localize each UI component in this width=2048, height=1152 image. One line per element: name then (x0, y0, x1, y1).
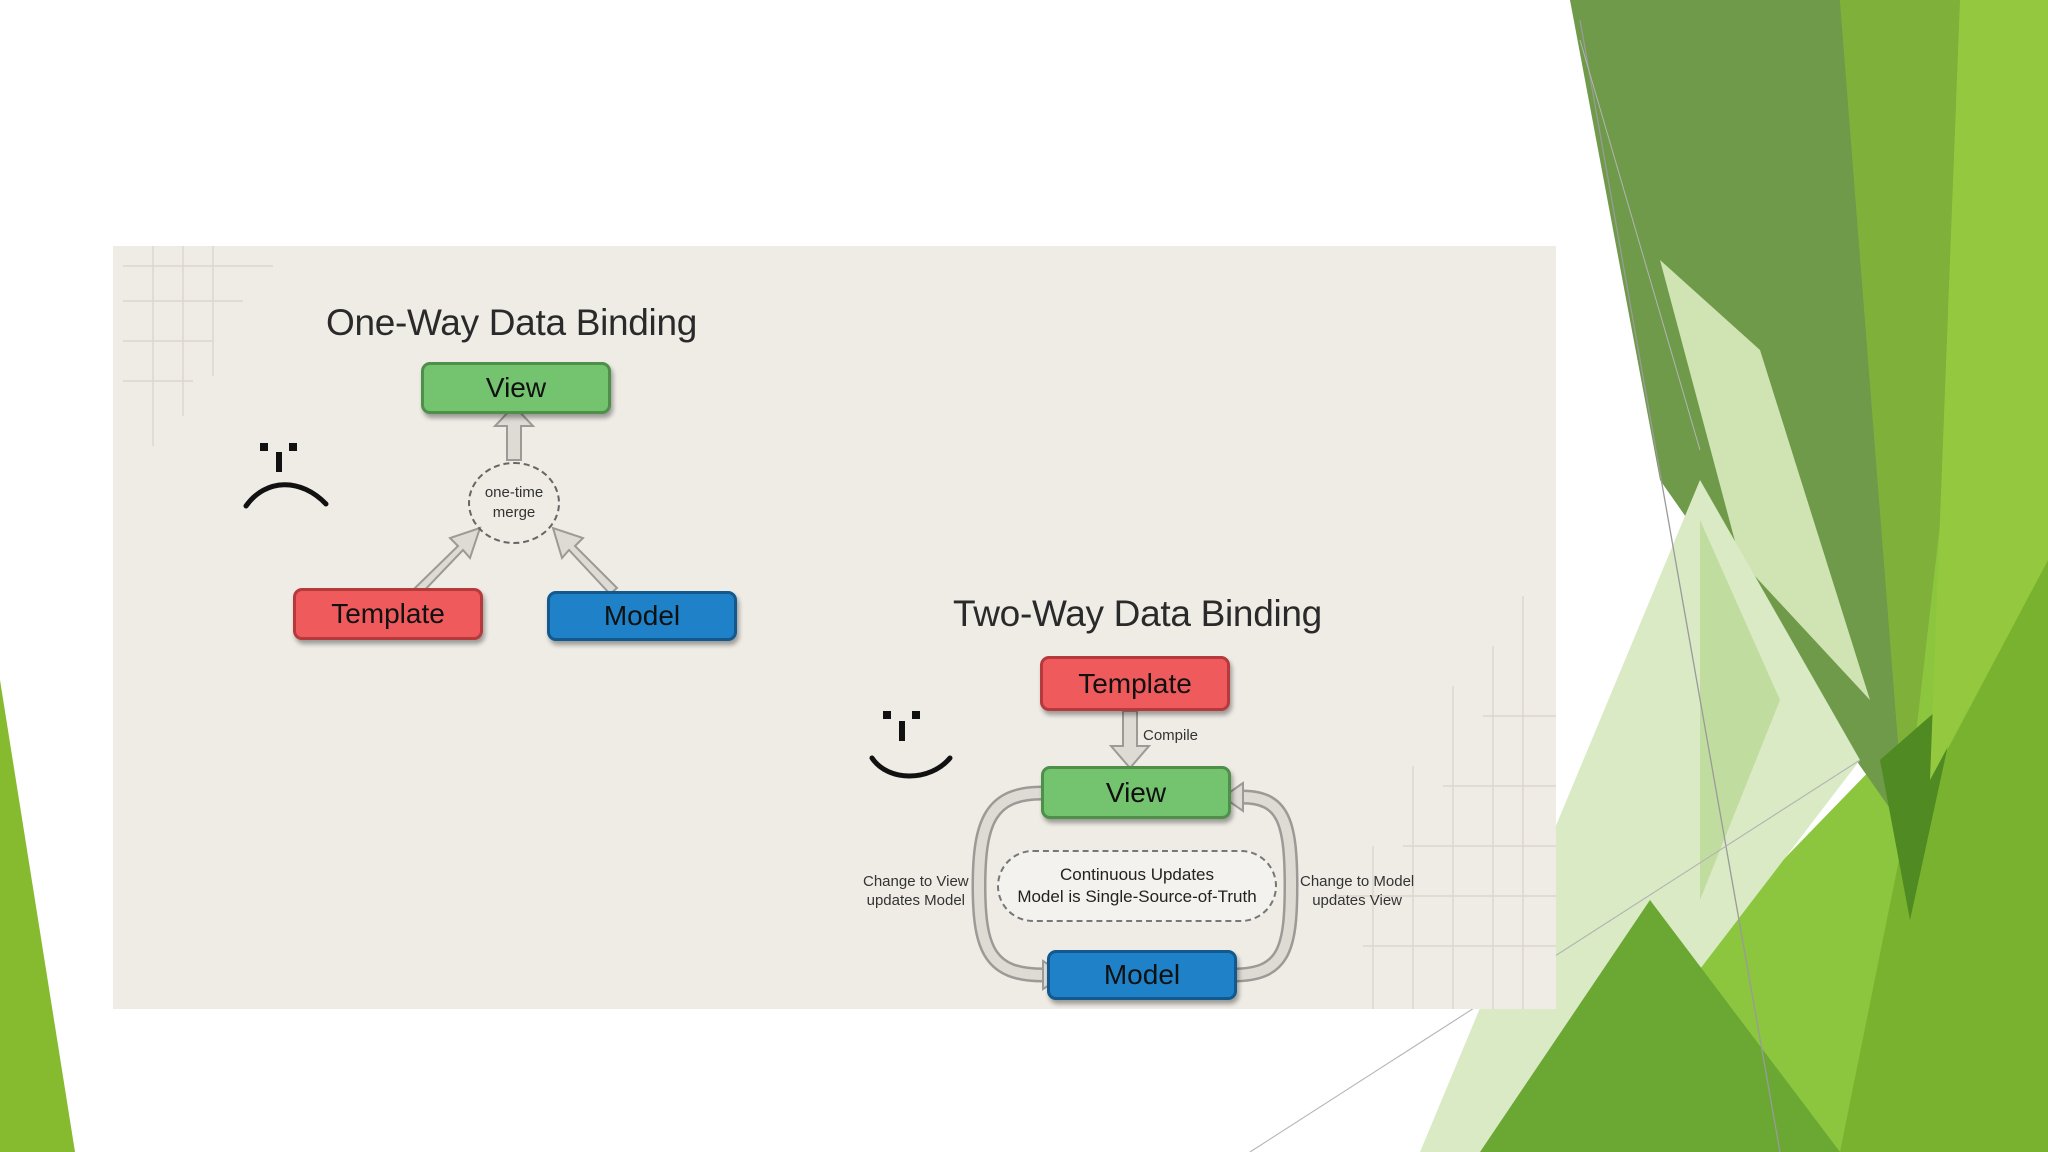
one-way-title: One-Way Data Binding (326, 302, 698, 343)
diagram-panel: One-Way Data Binding View one-time merge… (113, 246, 1556, 1009)
change-model-note: Change to Model updates View (1300, 872, 1414, 910)
updates-line-1: Continuous Updates (1059, 865, 1215, 884)
merge-line-1: one-time (484, 484, 544, 501)
one-way-model-box: Model (547, 591, 737, 641)
two-way-model-box: Model (1047, 950, 1237, 1000)
change-model-line-2: updates View (1312, 892, 1403, 909)
one-time-merge-node: one-time merge (468, 462, 560, 544)
continuous-updates-node: Continuous Updates Model is Single-Sourc… (997, 850, 1277, 922)
updates-line-2: Model is Single-Source-of-Truth (1017, 887, 1257, 906)
compile-label: Compile (1143, 727, 1199, 744)
sad-face-icon (243, 443, 329, 509)
change-view-note: Change to View updates Model (863, 872, 969, 910)
change-model-line-1: Change to Model (1300, 873, 1415, 890)
two-way-template-box: Template (1040, 656, 1230, 711)
merge-line-2: merge (492, 504, 536, 521)
change-view-line-1: Change to View (863, 873, 969, 890)
smiley-face-icon (869, 711, 953, 779)
one-way-template-box: Template (293, 588, 483, 640)
two-way-title: Two-Way Data Binding (953, 593, 1322, 634)
two-way-view-box: View (1041, 766, 1231, 819)
change-view-line-2: updates Model (866, 892, 966, 909)
one-way-view-box: View (421, 362, 611, 414)
